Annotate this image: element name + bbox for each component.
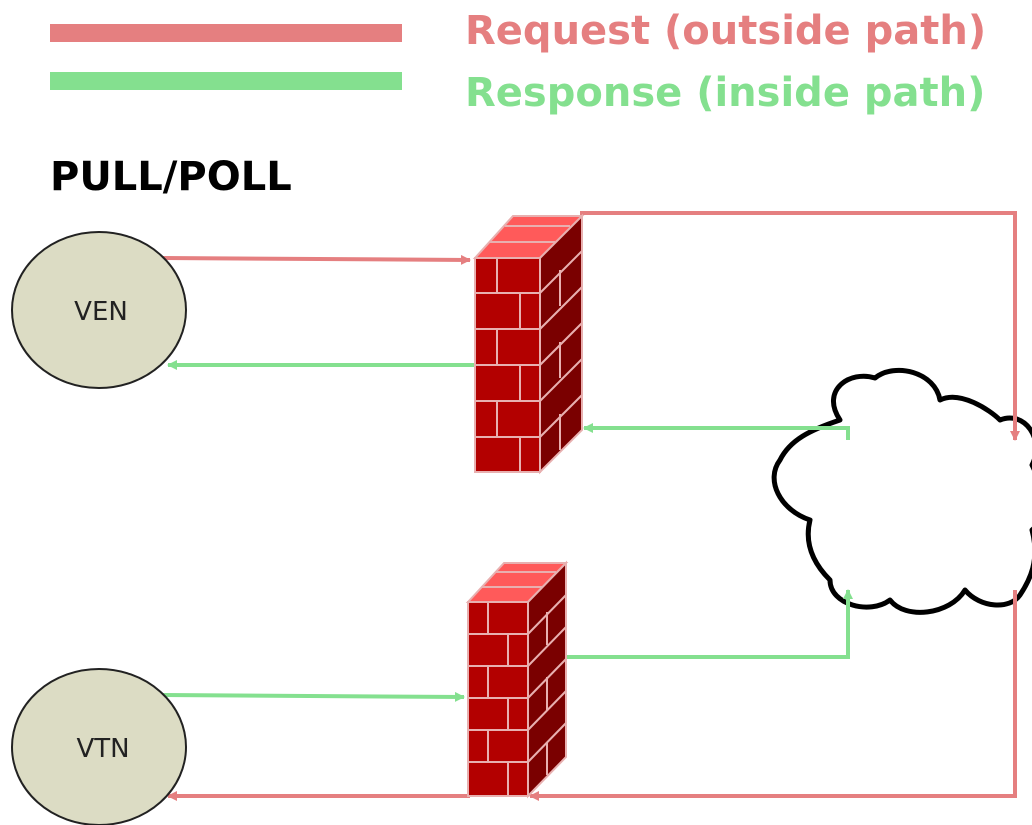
legend-request-swatch	[50, 24, 402, 42]
ven-label: VEN	[74, 297, 128, 327]
legend-request-label: Request (outside path)	[465, 8, 986, 54]
legend-response-swatch	[50, 72, 402, 90]
legend-response-label: Response (inside path)	[465, 70, 985, 116]
ven-node: VEN	[11, 231, 187, 389]
arrow-ven-to-firewall-top	[162, 254, 471, 265]
vtn-label: VTN	[76, 734, 129, 764]
request-connectors	[162, 211, 1020, 801]
arrow-firewall-bottom-to-cloud	[566, 589, 853, 659]
firewall-top-icon	[472, 213, 585, 475]
arrow-vtn-to-firewall-bottom	[162, 691, 465, 702]
legend: Request (outside path) Response (inside …	[50, 8, 986, 116]
vtn-node: VTN	[11, 668, 187, 825]
arrow-cloud-to-firewall-bottom	[529, 590, 1017, 801]
arrow-cloud-to-firewall-top	[583, 423, 850, 440]
arrow-firewall-top-to-cloud	[580, 211, 1020, 441]
cloud-icon	[771, 367, 1032, 615]
diagram-heading: PULL/POLL	[50, 154, 292, 200]
response-connectors	[162, 360, 853, 702]
vtn-circle	[11, 668, 187, 825]
ven-circle	[11, 231, 187, 389]
firewall-bottom-icon	[465, 560, 569, 799]
